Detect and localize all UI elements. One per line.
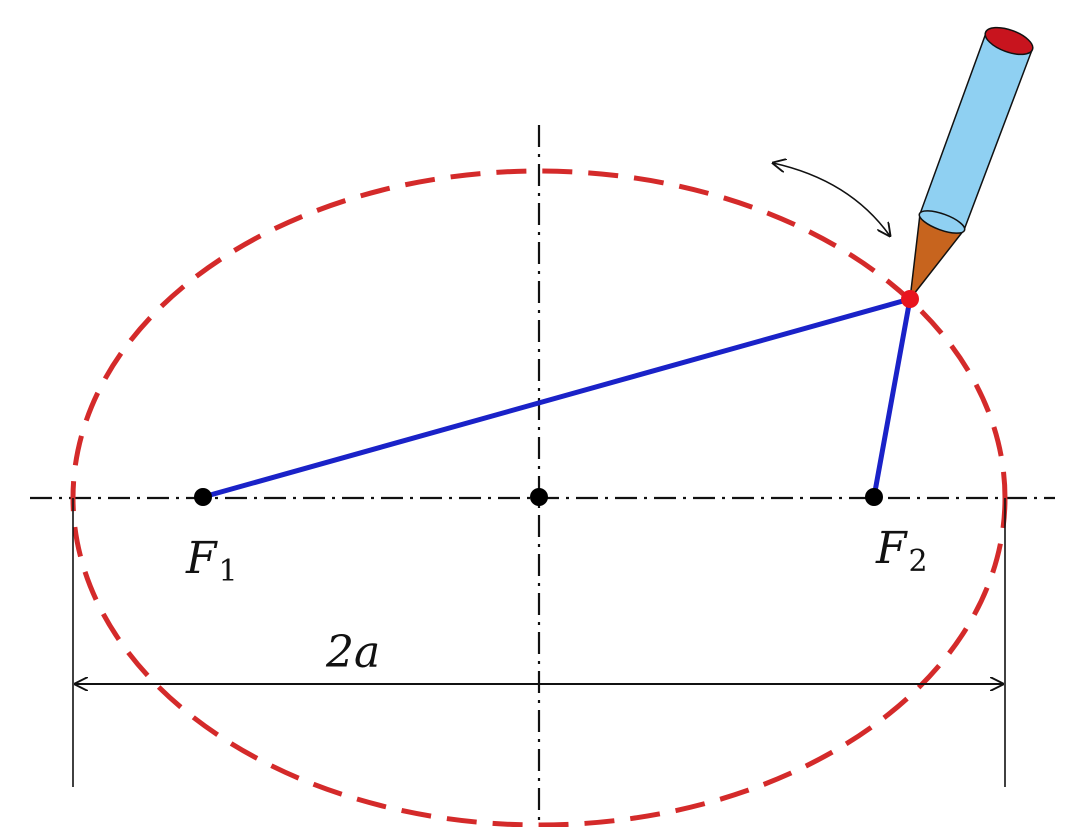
string-segment-f1 <box>200 296 913 500</box>
pencil-icon <box>908 26 1034 302</box>
focus-point-1 <box>194 488 212 506</box>
pen-tip-point <box>901 290 919 308</box>
curved-double-arrow-icon <box>773 163 890 236</box>
center-point <box>530 488 548 506</box>
focus-1-label: F1 <box>185 533 238 589</box>
string-segment-f2 <box>871 296 913 500</box>
focus-2-label: F2 <box>875 523 928 579</box>
major-axis-label: 2a <box>325 627 380 678</box>
focus-point-2 <box>865 488 883 506</box>
